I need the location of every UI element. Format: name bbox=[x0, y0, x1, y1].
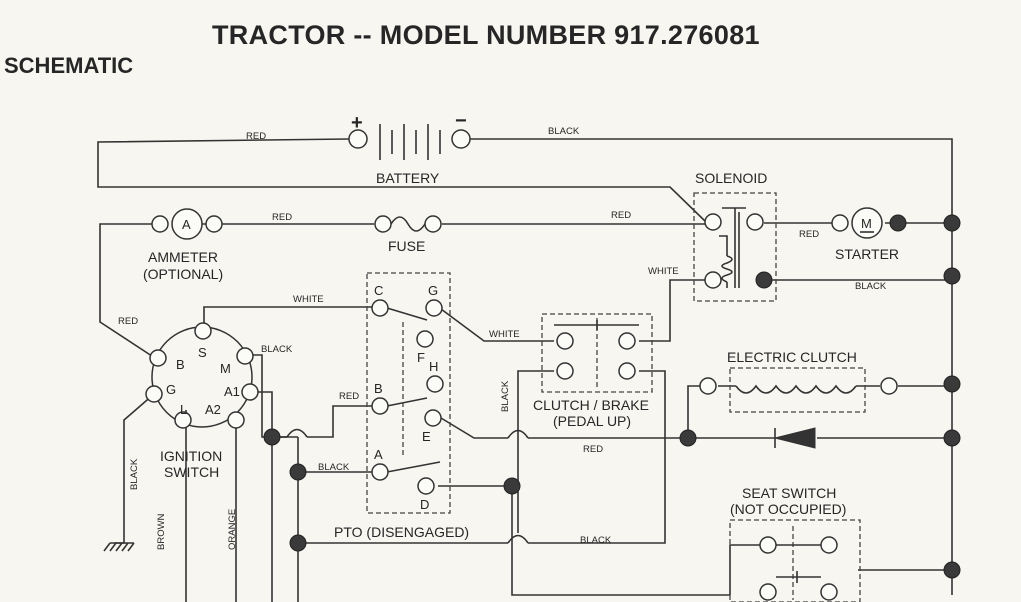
junction-nodes bbox=[263, 428, 697, 552]
starter-letter: M bbox=[861, 216, 872, 231]
solenoid-label: SOLENOID bbox=[695, 170, 767, 186]
wire-label-red-starter: RED bbox=[799, 229, 819, 240]
wire-clutch-brake-black-left bbox=[517, 370, 554, 438]
clutch-brake-switch-symbol bbox=[541, 313, 653, 393]
ammeter-symbol bbox=[151, 208, 223, 240]
wire-solenoid-white bbox=[639, 279, 705, 342]
wire-pto-b bbox=[307, 405, 373, 438]
pto-pin-d: D bbox=[420, 497, 429, 512]
wire-battery-positive bbox=[97, 138, 707, 223]
clutch-brake-label: CLUTCH / BRAKE bbox=[533, 397, 649, 413]
ignition-switch-symbol bbox=[145, 322, 259, 429]
wire-label-black-vertical: BLACK bbox=[500, 380, 511, 412]
solenoid-symbol bbox=[693, 192, 777, 302]
wire-pto-e-red bbox=[440, 417, 508, 439]
pto-pin-g: G bbox=[428, 283, 438, 298]
seat-switch-label: SEAT SWITCH bbox=[742, 485, 836, 501]
wire-pto-g-white bbox=[440, 308, 554, 342]
ammeter-label: AMMETER bbox=[148, 249, 218, 265]
pto-pin-h: H bbox=[429, 359, 438, 374]
wire-label-black-pto: BLACK bbox=[318, 462, 350, 473]
pto-pin-a: A bbox=[374, 447, 383, 462]
wire-d-down bbox=[511, 486, 730, 596]
fuse-symbol bbox=[374, 215, 442, 233]
page-title: TRACTOR -- MODEL NUMBER 917.276081 bbox=[212, 20, 760, 50]
electric-clutch-symbol bbox=[699, 367, 898, 413]
wire-electric-clutch-left bbox=[687, 385, 700, 438]
wire-seat-switch-left bbox=[729, 544, 768, 595]
seat-switch-occupied-label: (NOT OCCUPIED) bbox=[730, 501, 846, 517]
battery-label: BATTERY bbox=[376, 170, 440, 186]
ignition-switch-label: SWITCH bbox=[164, 464, 219, 480]
section-label: SCHEMATIC bbox=[4, 53, 134, 78]
battery-plus-sign: + bbox=[351, 112, 363, 134]
pto-switch-c-g bbox=[386, 307, 428, 321]
ammeter-letter: A bbox=[182, 217, 191, 232]
wire-label-black-solenoid: BLACK bbox=[855, 281, 887, 292]
starter-label: STARTER bbox=[835, 246, 899, 262]
wire-label-red-pto: RED bbox=[339, 391, 359, 402]
ignition-pin-s: S bbox=[198, 345, 207, 360]
wire-label-red-ammeter: RED bbox=[272, 212, 292, 223]
wire-hop-1 bbox=[286, 428, 308, 438]
pto-pin-c: C bbox=[374, 283, 383, 298]
ammeter-optional: (OPTIONAL) bbox=[143, 266, 223, 282]
wire-label-black-battery: BLACK bbox=[548, 126, 580, 137]
pto-switch-b bbox=[386, 397, 428, 407]
wire-label-red-clutch: RED bbox=[583, 444, 603, 455]
wire-ignition-s-white bbox=[203, 306, 376, 330]
ignition-pin-l: L bbox=[180, 402, 187, 417]
wire-label-white-clutch: WHITE bbox=[489, 329, 520, 340]
pto-label: PTO (DISENGAGED) bbox=[334, 524, 469, 540]
wire-solenoid-coil-top bbox=[719, 235, 728, 256]
wire-label-white-ignition: WHITE bbox=[293, 294, 324, 305]
ground-bus-nodes bbox=[943, 214, 961, 579]
fuse-label: FUSE bbox=[388, 238, 425, 254]
ignition-pin-m: M bbox=[220, 361, 231, 376]
wire-label-orange: ORANGE bbox=[227, 509, 238, 550]
starter-symbol bbox=[831, 207, 907, 239]
electric-clutch-label: ELECTRIC CLUTCH bbox=[727, 349, 857, 365]
wire-label-white-solenoid: WHITE bbox=[648, 266, 679, 277]
wire-label-black-m: BLACK bbox=[261, 344, 293, 355]
wire-label-brown: BROWN bbox=[156, 513, 167, 550]
pto-switch-a bbox=[386, 461, 441, 473]
wire-label-red-battery: RED bbox=[246, 131, 266, 142]
ground-symbol bbox=[103, 542, 135, 552]
wire-label-red-ignition: RED bbox=[118, 316, 138, 327]
wires bbox=[97, 138, 953, 602]
pto-switch-symbol bbox=[366, 272, 451, 514]
wire-clutch-brake-right bbox=[639, 370, 666, 438]
ignition-pin-a2: A2 bbox=[205, 402, 221, 417]
ignition-pin-a1: A1 bbox=[224, 384, 240, 399]
battery-minus-sign: − bbox=[455, 110, 467, 132]
ignition-label: IGNITION bbox=[160, 448, 222, 464]
battery-symbol bbox=[348, 124, 471, 160]
diode-symbol bbox=[774, 427, 816, 449]
wire-ammeter-left bbox=[99, 223, 159, 361]
pto-pin-f: F bbox=[417, 350, 425, 365]
wire-label-black-bottom: BLACK bbox=[580, 535, 612, 546]
ignition-pin-b: B bbox=[176, 357, 185, 372]
wire-hop-3 bbox=[507, 534, 529, 544]
wire-black-bottom-right bbox=[528, 438, 666, 544]
pto-pin-b: B bbox=[374, 381, 383, 396]
clutch-brake-pedal-label: (PEDAL UP) bbox=[553, 413, 631, 429]
ignition-pin-g: G bbox=[166, 382, 176, 397]
wire-label-black-ground: BLACK bbox=[129, 458, 140, 490]
wire-label-red-solenoid: RED bbox=[611, 210, 631, 221]
seat-switch-symbol bbox=[729, 519, 861, 602]
pto-pin-e: E bbox=[422, 429, 431, 444]
